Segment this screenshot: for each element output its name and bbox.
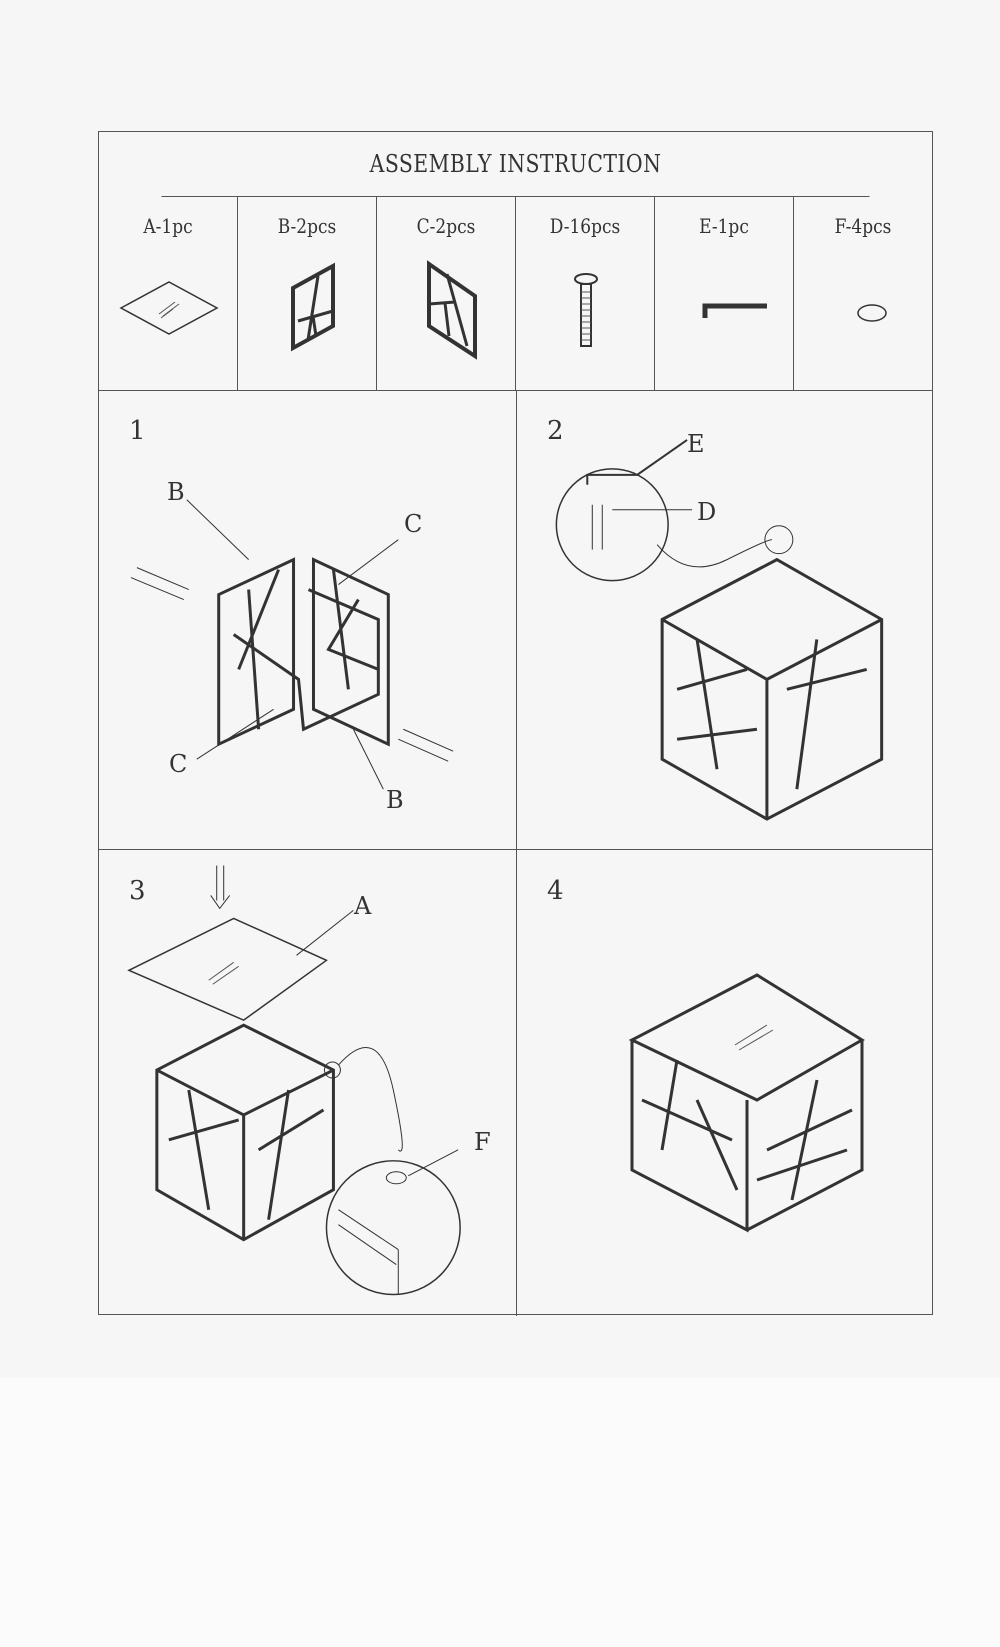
step-number: 2 [547, 416, 564, 446]
part-c: C-2pcs [377, 196, 516, 390]
page-title: ASSEMBLY INSTRUCTION [161, 132, 870, 197]
part-label: F-4pcs [834, 214, 892, 238]
part-a: A-1pc [99, 196, 238, 390]
callout-c: C [169, 750, 188, 778]
step-number: 4 [547, 876, 564, 906]
finished-table-illustration [628, 973, 865, 1233]
frame-panel-b-icon [291, 262, 335, 352]
glass-placement-illustration [127, 865, 461, 1296]
step-4-panel: 4 [517, 850, 932, 1316]
part-b: B-2pcs [238, 196, 377, 390]
allen-key-icon [702, 303, 767, 318]
part-label: E-1pc [699, 214, 749, 238]
part-f: F-4pcs [794, 196, 932, 390]
part-e: E-1pc [655, 196, 794, 390]
parts-list: A-1pc B-2pcs C-2pcs D-16pcs E-1pc F-4pcs [99, 196, 932, 391]
part-label: B-2pcs [277, 214, 337, 238]
glass-top-icon [119, 281, 219, 335]
callout-d: D [697, 498, 717, 526]
step-number: 3 [129, 876, 146, 906]
step-2-panel: 2 E D [517, 390, 932, 850]
callout-b: B [386, 786, 404, 814]
callout-b: B [167, 478, 185, 506]
part-label: A-1pc [143, 214, 193, 238]
screw-fixing-illustration [555, 439, 884, 821]
part-d: D-16pcs [516, 196, 655, 390]
callout-e: E [687, 430, 705, 458]
callout-c: C [404, 510, 423, 538]
frame-panel-c-icon [427, 260, 477, 360]
frame-assembly-illustration [130, 499, 454, 790]
instruction-table: ASSEMBLY INSTRUCTION A-1pc B-2pcs C-2pcs… [98, 131, 933, 1316]
step-3-panel: 3 A F [99, 850, 517, 1316]
callout-f: F [474, 1128, 491, 1156]
step-number: 1 [129, 416, 146, 446]
scanned-sheet [0, 0, 1000, 1378]
part-label: D-16pcs [549, 214, 621, 238]
step-1-panel: 1 B C C B [99, 390, 517, 850]
pad-icon [857, 304, 887, 322]
callout-a: A [354, 892, 372, 920]
screw-icon [574, 273, 598, 347]
part-label: C-2pcs [416, 214, 476, 238]
